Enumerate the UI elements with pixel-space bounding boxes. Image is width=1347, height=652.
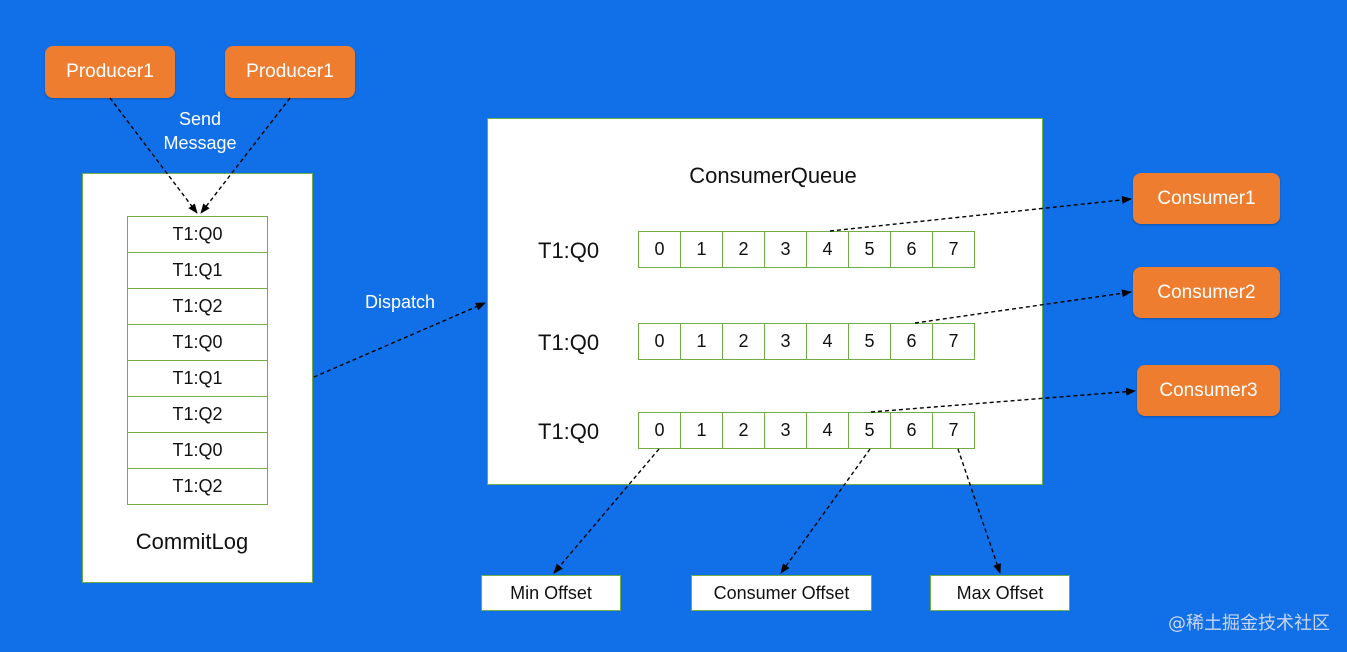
consumer-box-1: Consumer1	[1133, 173, 1280, 224]
consumer-box-3: Consumer3	[1137, 365, 1280, 416]
queue-slot: 6	[890, 231, 933, 268]
queue-slot: 6	[890, 323, 933, 360]
queue-slot: 1	[680, 323, 723, 360]
queue-slot: 2	[722, 412, 765, 449]
commitlog-title: CommitLog	[135, 529, 249, 554]
queue-slot: 7	[932, 412, 975, 449]
commitlog-entry: T1:Q1	[127, 360, 268, 397]
queue-slot: 7	[932, 323, 975, 360]
queue-label-3: T1:Q0	[538, 419, 600, 444]
dispatch-label: Dispatch	[364, 292, 436, 312]
commitlog-entry: T1:Q0	[127, 432, 268, 469]
queue-slot: 7	[932, 231, 975, 268]
commitlog-entry: T1:Q2	[127, 468, 268, 505]
queue-slot: 0	[638, 412, 681, 449]
queue-slot: 4	[806, 231, 849, 268]
queue-slot: 0	[638, 323, 681, 360]
queue-slot: 2	[722, 231, 765, 268]
consumer-queue-title: ConsumerQueue	[689, 163, 857, 188]
consumer-label-3: Consumer3	[1159, 379, 1258, 401]
queue-slot: 4	[806, 412, 849, 449]
queue-slot: 2	[722, 323, 765, 360]
commitlog-entry: T1:Q0	[127, 216, 268, 253]
queue-slot: 4	[806, 323, 849, 360]
consumer-label-2: Consumer2	[1157, 281, 1256, 303]
queue-slot: 6	[890, 412, 933, 449]
queue-slot: 1	[680, 412, 723, 449]
queue-slot: 5	[848, 412, 891, 449]
queue-slot: 5	[848, 231, 891, 268]
queue-label-2: T1:Q0	[538, 330, 600, 355]
queue-row-3: 0 1 2 3 4 5 6 7	[638, 412, 979, 449]
send-message-label: Send Message	[163, 109, 237, 153]
consumer-box-2: Consumer2	[1133, 267, 1280, 318]
producer-label-1: Producer1	[66, 61, 154, 82]
queue-row-2: 0 1 2 3 4 5 6 7	[638, 323, 979, 360]
consumer-label-1: Consumer1	[1157, 187, 1256, 209]
producer-box-2: Producer1	[225, 46, 355, 98]
producer-box-1: Producer1	[45, 46, 175, 98]
queue-slot: 1	[680, 231, 723, 268]
commitlog-entries: T1:Q0 T1:Q1 T1:Q2 T1:Q0 T1:Q1 T1:Q2 T1:Q…	[127, 216, 268, 505]
queue-slot: 5	[848, 323, 891, 360]
queue-slot: 3	[764, 323, 807, 360]
commitlog-entry: T1:Q0	[127, 324, 268, 361]
max-offset-box: Max Offset	[930, 575, 1070, 611]
watermark-text: @稀土掘金技术社区	[1168, 613, 1330, 634]
arrow-dispatch	[313, 302, 486, 378]
min-offset-box: Min Offset	[481, 575, 621, 611]
queue-slot: 3	[764, 412, 807, 449]
commitlog-entry: T1:Q1	[127, 252, 268, 289]
consumer-offset-box: Consumer Offset	[691, 575, 872, 611]
queue-slot: 0	[638, 231, 681, 268]
queue-row-1: 0 1 2 3 4 5 6 7	[638, 231, 979, 268]
queue-slot: 3	[764, 231, 807, 268]
producer-label-2: Producer1	[246, 61, 334, 82]
commitlog-entry: T1:Q2	[127, 396, 268, 433]
commitlog-entry: T1:Q2	[127, 288, 268, 325]
queue-label-1: T1:Q0	[538, 238, 600, 263]
